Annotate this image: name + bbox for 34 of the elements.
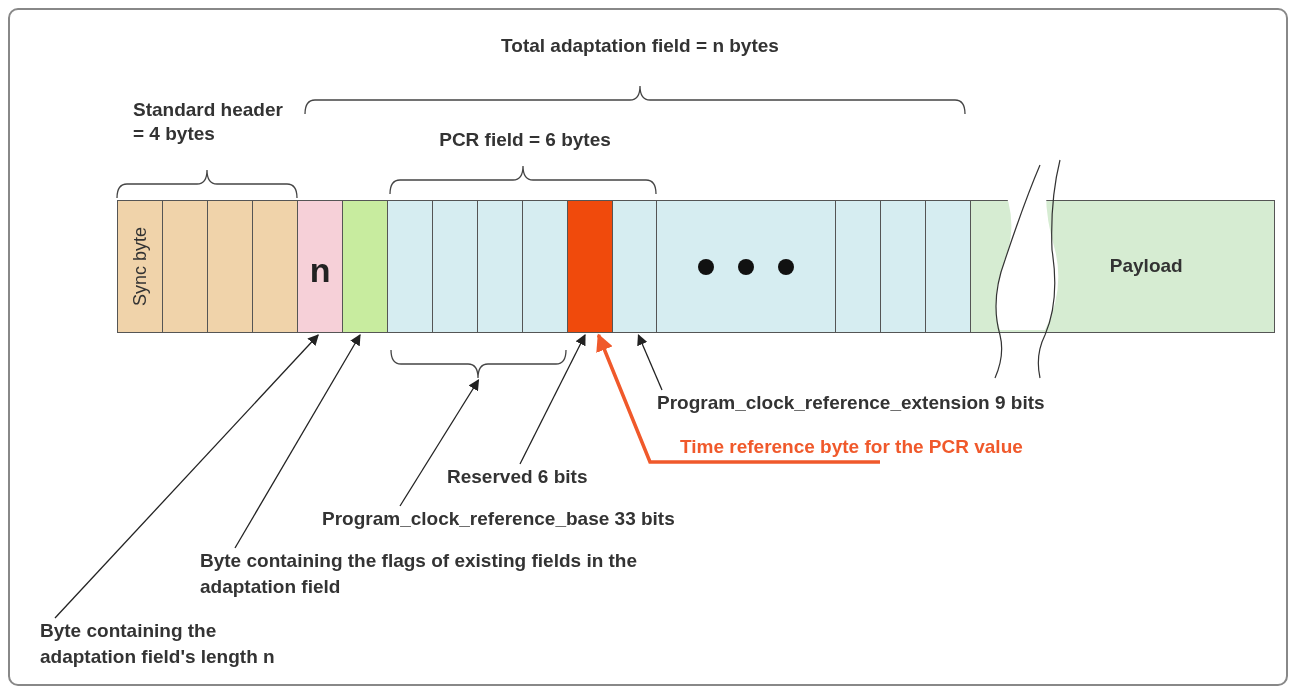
byte-cell	[656, 200, 837, 333]
byte-cell	[477, 200, 524, 333]
brace-label: PCR field = 6 bytes	[438, 128, 612, 152]
byte-cell	[207, 200, 254, 333]
byte-cell	[835, 200, 882, 333]
byte-cell	[117, 200, 164, 333]
byte-cell	[925, 200, 972, 333]
byte-cell	[432, 200, 479, 333]
length-symbol: n	[309, 250, 331, 291]
leader-line	[399, 379, 480, 507]
byte-cell	[612, 200, 658, 333]
leader-line	[234, 334, 361, 549]
annotation-text: Time reference byte for the PCR value	[680, 434, 1140, 461]
brace-label: Standard header = 4 bytes	[133, 98, 284, 146]
annotation-text: Reserved 6 bits	[447, 464, 637, 491]
brace-label: Total adaptation field = n bytes	[500, 34, 780, 58]
byte-cell	[522, 200, 569, 333]
leader-line	[519, 334, 586, 465]
annotation-text: Byte containing the adaptation field's length n	[40, 618, 290, 671]
byte-cell	[880, 200, 927, 333]
byte-cell	[387, 200, 434, 333]
annotation-text: Program_clock_reference_base 33 bits	[322, 506, 792, 533]
byte-cell	[162, 200, 209, 333]
annotation-text: Program_clock_reference_extension 9 bits	[657, 390, 1177, 417]
byte-cell	[342, 200, 389, 333]
highlighted-byte-cell	[567, 200, 614, 333]
cell-label: Sync byte	[128, 227, 151, 306]
pointer-arrow	[596, 333, 880, 464]
byte-cell	[297, 200, 344, 333]
leader-line	[54, 334, 319, 619]
leader-line	[637, 334, 663, 391]
byte-cell	[252, 200, 299, 333]
segment-label: Payload	[1108, 254, 1183, 279]
annotation-text: Byte containing the flags of existing fields in the adaptation field	[200, 548, 640, 601]
